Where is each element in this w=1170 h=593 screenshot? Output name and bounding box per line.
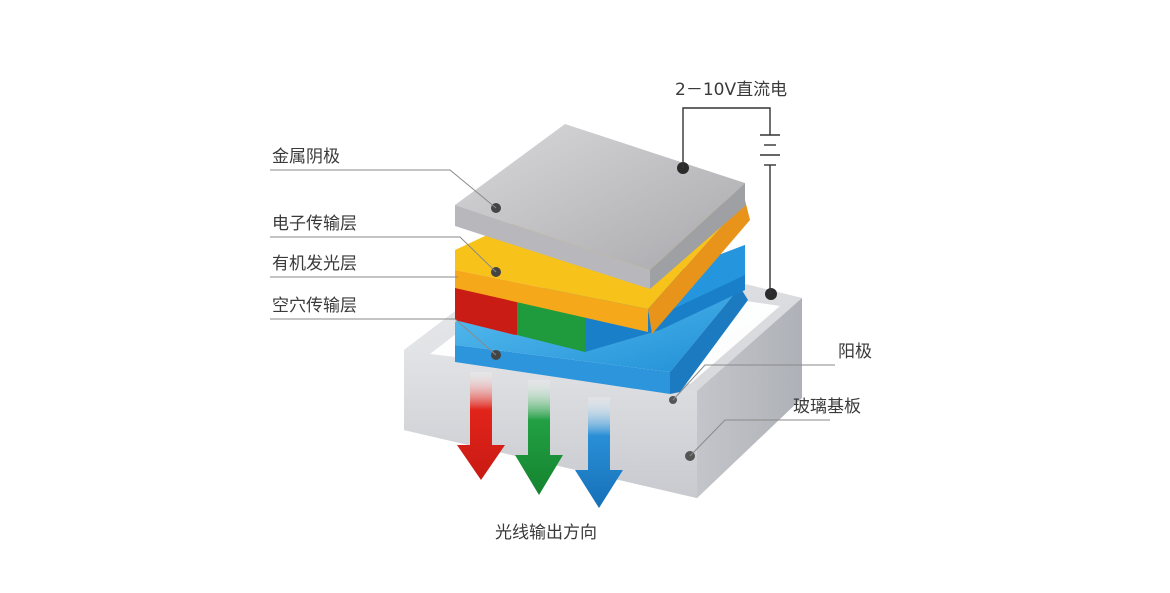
red-light-arrow	[457, 372, 505, 480]
metal-cathode-label: 金属阴极	[272, 147, 340, 167]
hole-transport-layer-label: 空穴传输层	[272, 296, 357, 316]
anode-label: 阳极	[838, 342, 872, 362]
light-output-direction-label: 光线输出方向	[495, 523, 597, 543]
electron-transport-layer-label: 电子传输层	[272, 214, 357, 234]
label-leader-lines	[270, 169, 835, 457]
green-light-arrow	[515, 380, 563, 495]
power-supply-label: 2－10V直流电	[675, 80, 788, 100]
light-output-arrows	[457, 372, 623, 508]
metal-cathode	[455, 124, 745, 289]
glass-substrate-label: 玻璃基板	[793, 397, 861, 417]
blue-light-arrow	[575, 397, 623, 508]
power-supply-wiring	[682, 107, 780, 294]
organic-emissive-layer-label: 有机发光层	[272, 254, 357, 274]
